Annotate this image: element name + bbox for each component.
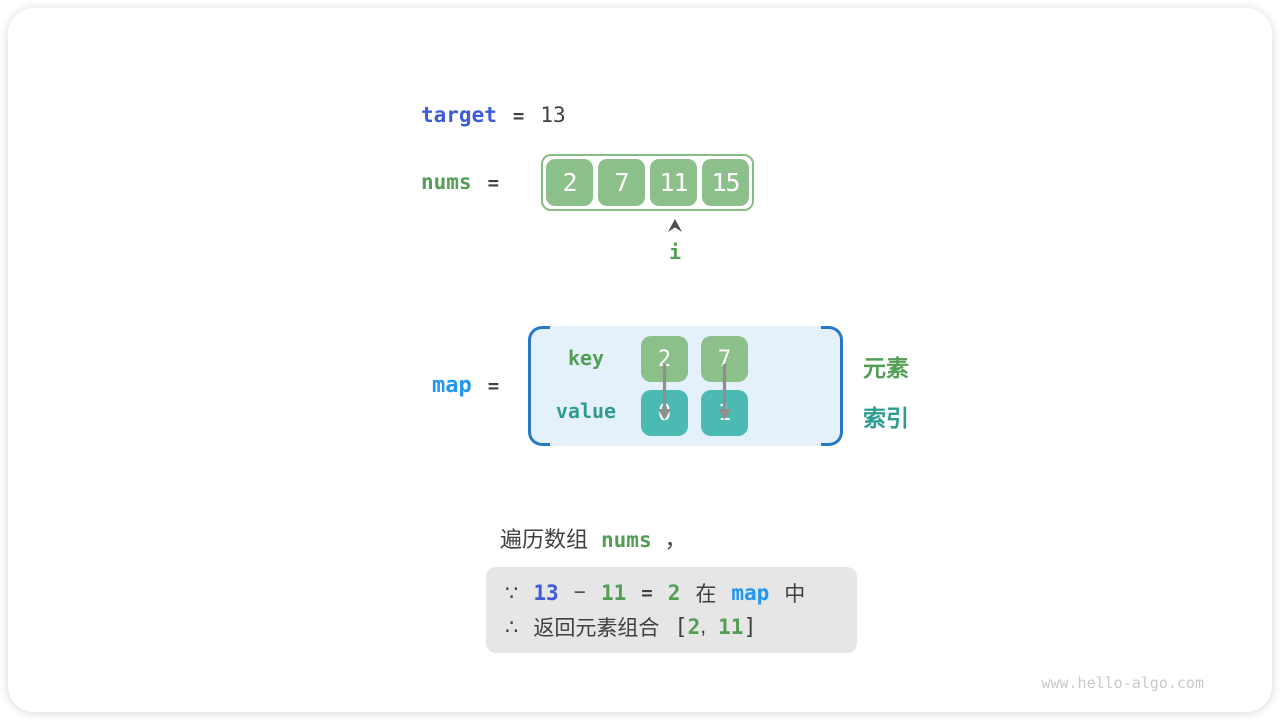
equals-sign: = xyxy=(487,172,500,194)
open-bracket: [ xyxy=(674,614,688,640)
zhong-text: 中 xyxy=(784,583,806,606)
key-to-value-arrow-icon xyxy=(658,364,731,420)
in-text: 在 xyxy=(695,583,717,606)
array-cell: 2 xyxy=(546,159,593,206)
map-keyword: map xyxy=(731,581,770,605)
conclusion-line-2: ∴ 返回元素组合 [ 2 , 11 ] xyxy=(505,610,857,644)
up-arrowhead-icon xyxy=(668,219,682,232)
because-symbol: ∵ xyxy=(505,581,519,605)
nums-keyword: nums xyxy=(421,170,472,194)
minus-sign: − xyxy=(573,581,586,604)
subtrahend-value: 11 xyxy=(600,581,627,605)
left-bracket xyxy=(528,326,550,446)
caption-nums-keyword: nums xyxy=(601,528,652,552)
minuend-value: 13 xyxy=(533,581,559,605)
close-bracket: ] xyxy=(743,614,757,640)
target-assignment: target = 13 xyxy=(421,103,566,127)
key-row-label: key xyxy=(567,346,605,370)
therefore-symbol: ∴ xyxy=(505,615,519,639)
equals-sign: = xyxy=(512,105,525,127)
difference-value: 2 xyxy=(667,581,681,605)
map-assignment: map = xyxy=(432,373,499,398)
array-cell: 11 xyxy=(650,159,697,206)
array-cell: 15 xyxy=(702,159,749,206)
equals-sign: = xyxy=(487,375,500,397)
diagram-card: target = 13 nums = 2 7 11 15 i map = key… xyxy=(8,8,1272,712)
watermark: www.hello-algo.com xyxy=(1041,674,1204,692)
nums-array: 2 7 11 15 xyxy=(541,154,754,211)
conclusion-line-1: ∵ 13 − 11 = 2 在 map 中 xyxy=(505,576,857,610)
caption-text: 遍历数组 xyxy=(500,527,589,552)
result-pair: [ 2 , 11 ] xyxy=(674,615,756,640)
index-pointer-label: i xyxy=(668,240,682,264)
conclusion-text: 返回元素组合 xyxy=(533,617,660,640)
nums-assignment: nums = xyxy=(421,170,499,194)
result-comma: , xyxy=(700,615,707,638)
result-first-value: 2 xyxy=(687,615,701,639)
element-label: 元素 xyxy=(863,355,909,381)
equals-sign: = xyxy=(641,582,653,604)
hashmap-box: key value 2 7 0 1 xyxy=(528,326,843,446)
array-cell: 7 xyxy=(598,159,645,206)
caption-line: 遍历数组 nums ， xyxy=(500,522,687,554)
map-keyword: map xyxy=(432,373,472,398)
caption-comma: ， xyxy=(664,527,687,552)
conclusion-box: ∵ 13 − 11 = 2 在 map 中 ∴ 返回元素组合 [ 2 , 11 … xyxy=(486,567,857,653)
result-second-value: 11 xyxy=(718,615,744,639)
right-bracket xyxy=(821,326,843,446)
index-label: 索引 xyxy=(863,405,909,431)
target-value: 13 xyxy=(540,103,566,127)
target-keyword: target xyxy=(421,103,497,127)
value-row-label: value xyxy=(555,399,617,423)
